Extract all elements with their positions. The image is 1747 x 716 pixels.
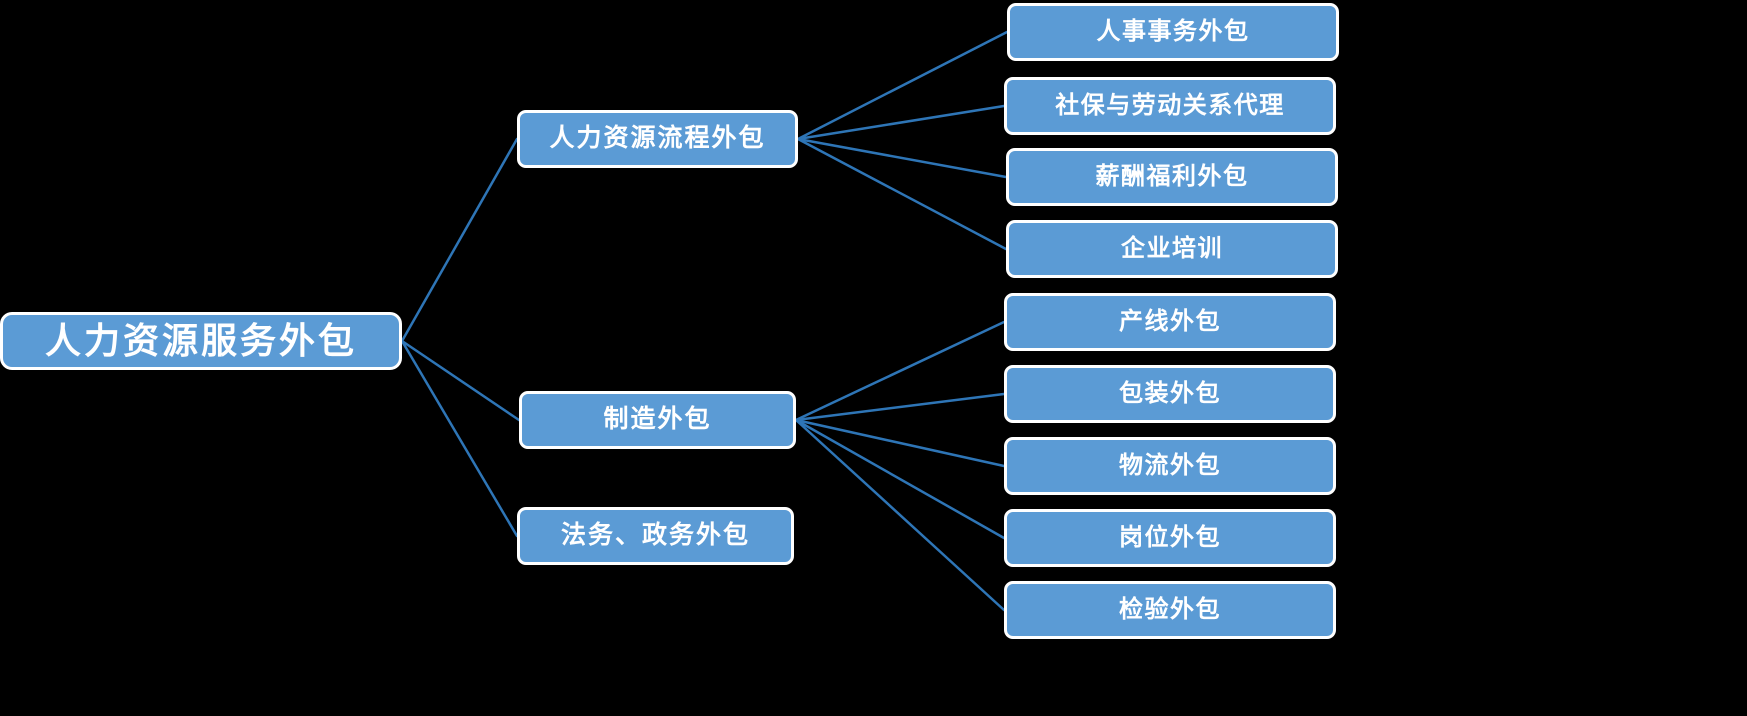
node-branch-manufacturing[interactable]: 制造外包 (519, 391, 796, 449)
connector-manufacturing-to-inspection (794, 418, 1006, 612)
connector-manufacturing-to-position (794, 418, 1006, 540)
connector-hr-process-to-payroll-benefits (796, 137, 1008, 179)
connector-hr-process-to-social-insurance (796, 104, 1006, 141)
node-branch-legal-government[interactable]: 法务、政务外包 (517, 507, 794, 565)
connector-manufacturing-to-production-line (794, 320, 1006, 422)
connector-hr-process-to-hr-affairs (796, 30, 1009, 141)
connector-manufacturing-to-packaging (794, 392, 1006, 422)
node-leaf-inspection[interactable]: 检验外包 (1004, 581, 1336, 639)
node-leaf-packaging[interactable]: 包装外包 (1004, 365, 1336, 423)
node-leaf-position[interactable]: 岗位外包 (1004, 509, 1336, 567)
node-leaf-enterprise-training[interactable]: 企业培训 (1006, 220, 1338, 278)
connector-root-to-legal-government (400, 339, 519, 538)
node-root[interactable]: 人力资源服务外包 (0, 312, 402, 370)
connector-manufacturing-to-logistics (794, 418, 1006, 468)
connector-root-to-manufacturing (400, 339, 521, 422)
node-branch-hr-process[interactable]: 人力资源流程外包 (517, 110, 798, 168)
connector-root-to-hr-process (400, 137, 519, 343)
node-leaf-social-insurance[interactable]: 社保与劳动关系代理 (1004, 77, 1336, 135)
connector-hr-process-to-enterprise-training (796, 137, 1008, 251)
node-leaf-production-line[interactable]: 产线外包 (1004, 293, 1336, 351)
node-leaf-hr-affairs[interactable]: 人事事务外包 (1007, 3, 1339, 61)
node-leaf-payroll-benefits[interactable]: 薪酬福利外包 (1006, 148, 1338, 206)
node-leaf-logistics[interactable]: 物流外包 (1004, 437, 1336, 495)
